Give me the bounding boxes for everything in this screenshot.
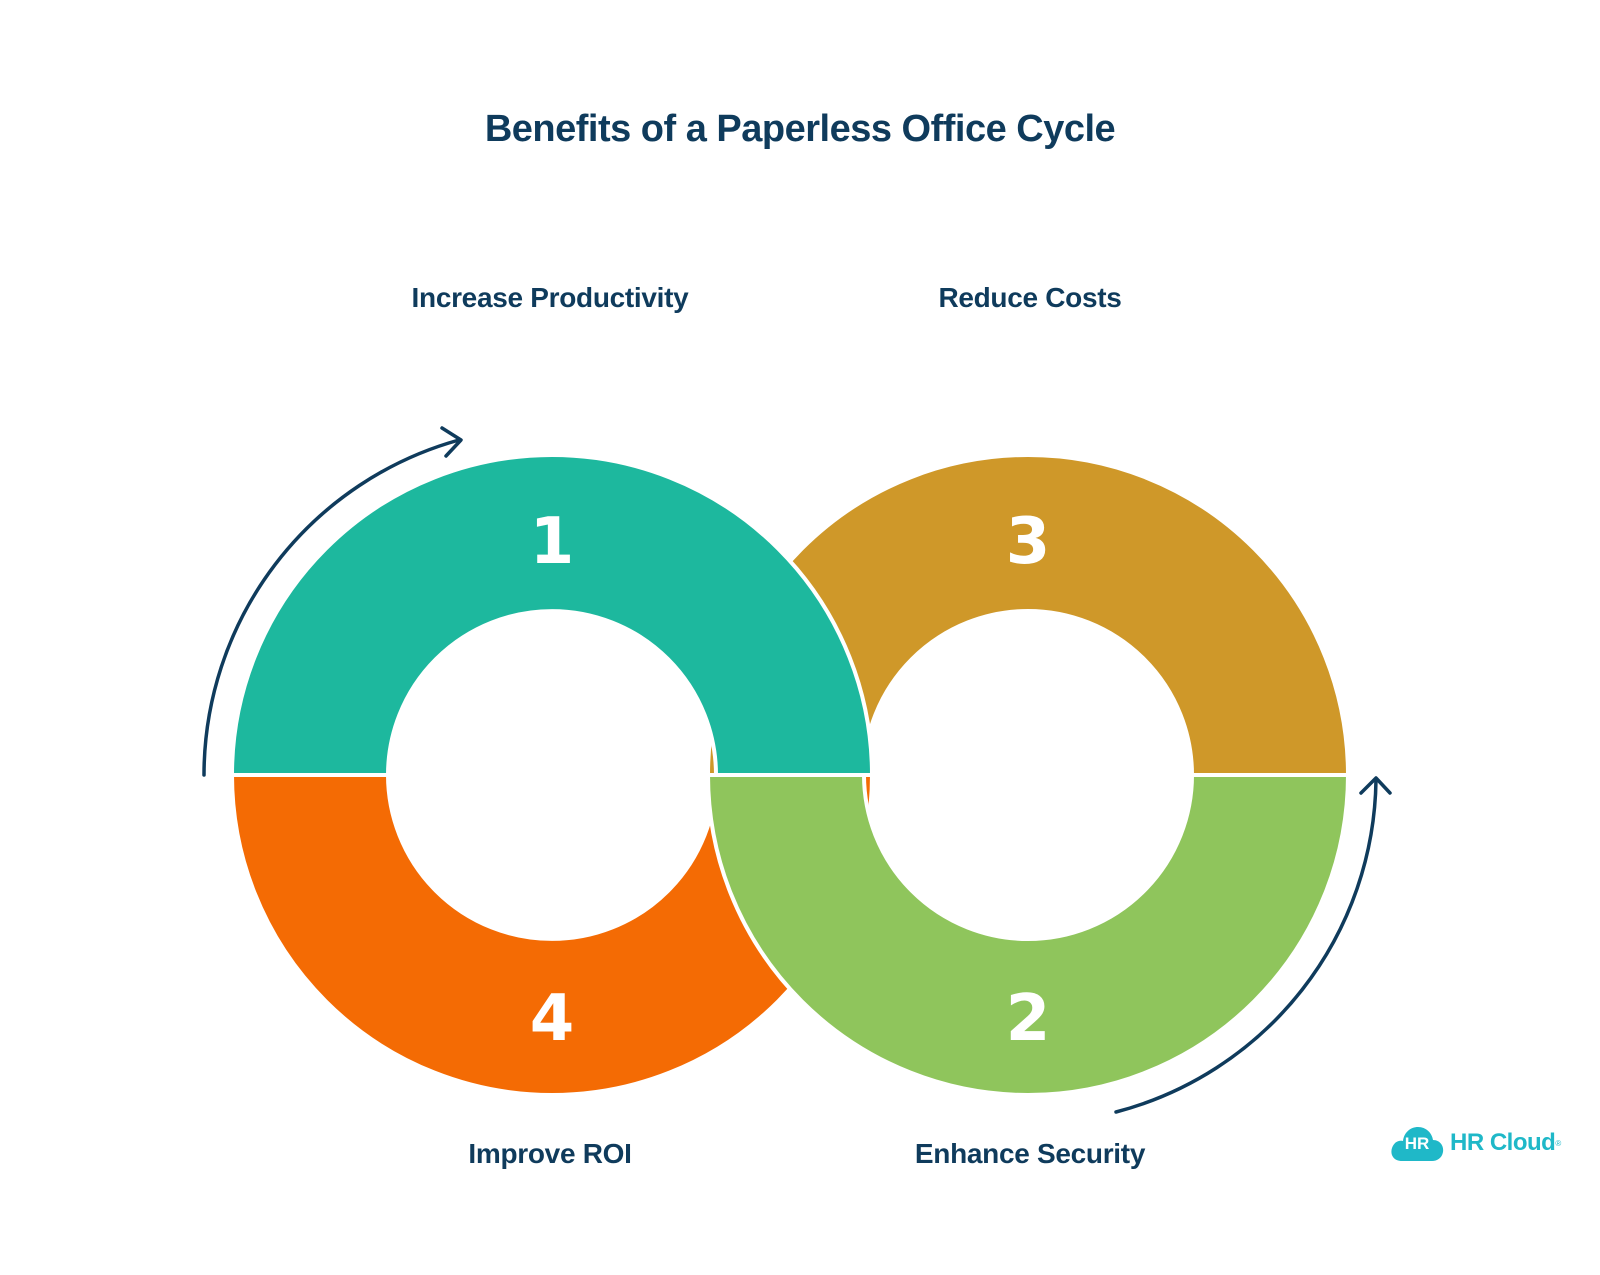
cycle-arrow-right: [1114, 778, 1378, 1114]
step-3-segment: [705, 453, 1351, 777]
step-3-label: Reduce Costs: [938, 282, 1122, 313]
logo-badge-text: HR: [1404, 1134, 1430, 1153]
step-2-number: 2: [1006, 982, 1051, 1056]
logo-wordmark: HR Cloud: [1450, 1129, 1556, 1156]
diagram-title: Benefits of a Paperless Office Cycle: [484, 108, 1116, 150]
step-2-label: Enhance Security: [914, 1138, 1146, 1169]
logo-registered-mark: ®: [1555, 1138, 1562, 1148]
step-4-label: Improve ROI: [468, 1138, 632, 1169]
step-1-segment: [229, 453, 875, 777]
cycle-arrow-left: [202, 438, 461, 777]
arrow-head-left-icon: [440, 426, 463, 458]
step-4-number: 4: [530, 982, 575, 1056]
cloud-icon: HR: [1390, 1123, 1444, 1163]
step-3-number: 3: [1006, 505, 1051, 579]
step-2-segment: [705, 773, 1351, 1097]
hr-cloud-logo: HR HR Cloud ®: [1390, 1120, 1561, 1166]
step-1-number: 1: [530, 505, 575, 579]
step-1-label: Increase Productivity: [411, 282, 689, 313]
arrow-head-right-icon: [1359, 776, 1392, 795]
